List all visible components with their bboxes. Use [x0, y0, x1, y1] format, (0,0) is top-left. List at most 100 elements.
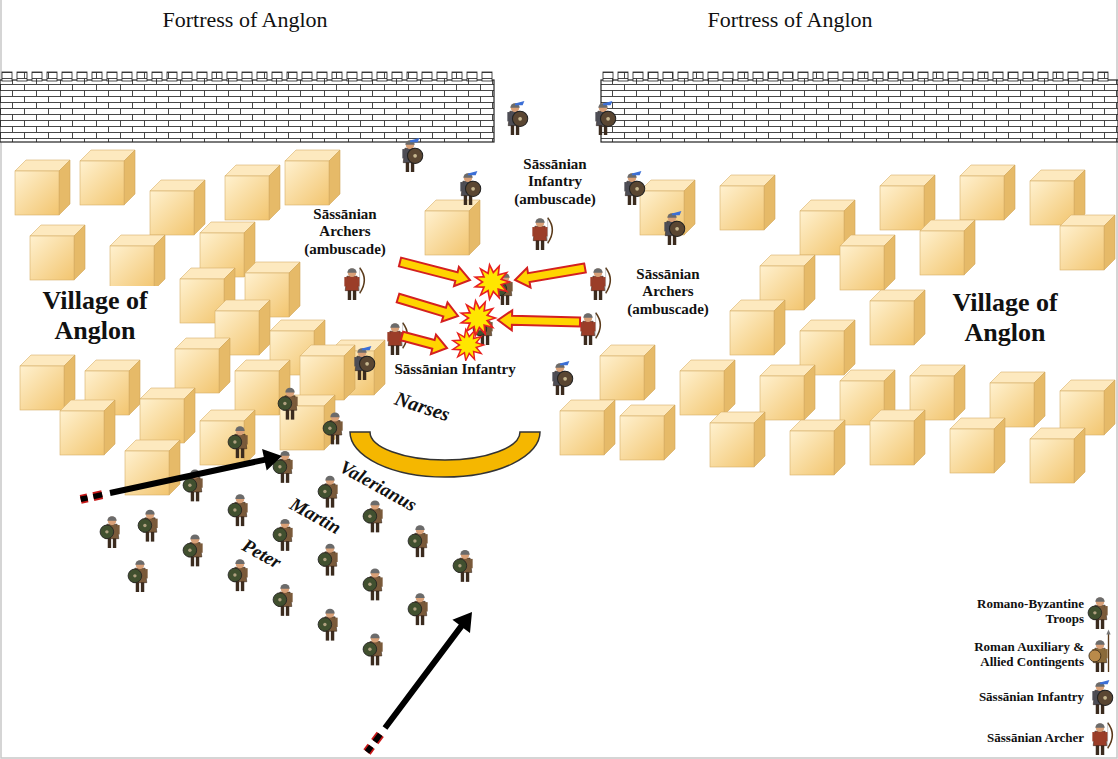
wall-merlon [618, 72, 628, 81]
romano-byzantine-soldier [408, 593, 428, 625]
wall-merlon [317, 72, 327, 81]
village-house [760, 365, 815, 420]
wall-merlon [738, 72, 748, 81]
romano-byzantine-soldier [363, 500, 383, 532]
wall-merlon [723, 72, 733, 81]
legend-icon [1089, 630, 1111, 673]
romano-byzantine-soldier [408, 525, 428, 557]
wall-merlon [603, 72, 613, 81]
wall-merlon [47, 72, 57, 81]
wall-merlon [467, 72, 477, 81]
explosion-burst [473, 262, 512, 302]
advance-arrows [81, 449, 472, 752]
village-house [80, 150, 135, 205]
romano-byzantine-soldier [318, 544, 338, 576]
village-house [720, 175, 775, 230]
legend-icons [1088, 597, 1113, 755]
wall-merlon [92, 72, 102, 81]
wall-merlon [392, 72, 402, 81]
wall-merlon [2, 72, 12, 81]
village-label: Village of Anglon [18, 286, 172, 346]
wall-merlon [888, 72, 898, 81]
wall-merlon [678, 72, 688, 81]
wall-merlon [1053, 72, 1063, 81]
arrow-volleys [397, 258, 586, 355]
arrow-volley [515, 264, 586, 288]
sassanian-infantry [354, 346, 374, 380]
wall-merlon [122, 72, 132, 81]
ambush-label: Sāssānian Archers (ambuscade) [293, 206, 397, 258]
village-house [30, 225, 85, 280]
wall-merlon [287, 72, 297, 81]
ambush-label: Sāssānian Infantry (ambuscade) [499, 156, 611, 208]
unit-label: Sāssānian Infantry [392, 361, 517, 378]
sassanian-archer [590, 268, 610, 300]
explosion-burst [451, 327, 486, 363]
commander-label: Peter [237, 534, 287, 575]
wall-merlon [858, 72, 868, 81]
legend-text: Roman Auxiliary & Allied Contingents [949, 640, 1084, 670]
village-house [680, 360, 735, 415]
commander-label: Narses [390, 386, 455, 427]
village-house [225, 165, 280, 220]
wall-merlon [137, 72, 147, 81]
arrow-volley [498, 310, 580, 330]
wall-merlon [302, 72, 312, 81]
romano-byzantine-soldier [323, 412, 343, 444]
romano-byzantine-soldier [453, 550, 473, 582]
sassanian-infantry [664, 211, 684, 245]
commander-label: Martin [284, 492, 346, 540]
romano-byzantine-soldier [1088, 597, 1108, 629]
wall-merlon [17, 72, 27, 81]
wall-merlon [1068, 72, 1078, 81]
legend-text: Sāssānian Infantry [949, 690, 1084, 705]
wall-merlon [197, 72, 207, 81]
sassanian-archer [532, 218, 552, 250]
village-house [730, 300, 785, 355]
romano-byzantine-soldier [318, 609, 338, 641]
wall-merlon [347, 72, 357, 81]
troops [100, 101, 685, 665]
wall-merlon [212, 72, 222, 81]
village-house [620, 405, 675, 460]
village-house [285, 150, 340, 205]
wall-merlon [708, 72, 718, 81]
village-house [150, 180, 205, 235]
wall-merlon [152, 72, 162, 81]
village-houses [15, 150, 1115, 495]
wall-merlon [783, 72, 793, 81]
village-house [840, 235, 895, 290]
wall-merlon [437, 72, 447, 81]
romano-byzantine-soldier [183, 534, 203, 566]
wall-merlon [663, 72, 673, 81]
village-house [880, 175, 935, 230]
wall-merlon [918, 72, 928, 81]
village-house [15, 160, 70, 215]
sassanian-infantry [507, 101, 527, 135]
wall-merlon [813, 72, 823, 81]
village-house [870, 290, 925, 345]
village-house [1060, 380, 1115, 435]
wall-merlon [948, 72, 958, 81]
romano-byzantine-soldier [318, 476, 338, 508]
village-house [175, 338, 230, 393]
wall-merlon [753, 72, 763, 81]
wall-merlon [227, 72, 237, 81]
wall-merlon [633, 72, 643, 81]
wall-merlon [362, 72, 372, 81]
village-house [710, 412, 765, 467]
wall-section [0, 80, 494, 142]
wall-merlon [693, 72, 703, 81]
village-house [1060, 215, 1115, 270]
romano-byzantine-soldier [228, 559, 248, 591]
arrow-volley [397, 294, 458, 322]
wall-merlon [452, 72, 462, 81]
wall-merlon [77, 72, 87, 81]
wall-merlon [422, 72, 432, 81]
wall-merlon [903, 72, 913, 81]
village-label: Village of Anglon [928, 288, 1082, 348]
wall-merlon [873, 72, 883, 81]
village-house [790, 420, 845, 475]
